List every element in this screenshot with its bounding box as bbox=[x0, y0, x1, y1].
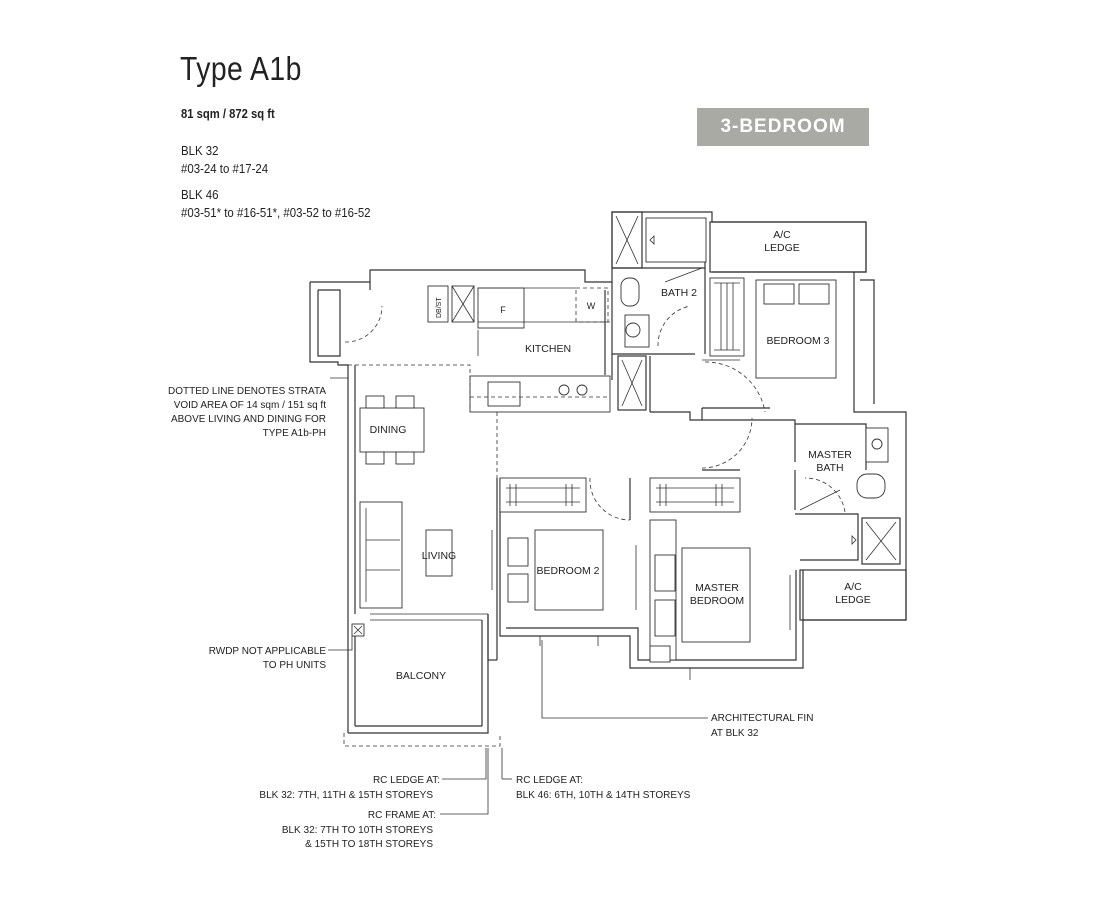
strata-note-1: DOTTED LINE DENOTES STRATA bbox=[168, 386, 326, 397]
bedroom3-label: BEDROOM 3 bbox=[766, 335, 829, 347]
ac-ledge-top-label-2: LEDGE bbox=[764, 242, 800, 254]
master-bath-label-1: MASTER bbox=[808, 449, 852, 461]
rc-ledge-blk32-note-1: RC LEDGE AT: bbox=[373, 775, 440, 786]
rc-ledge-blk46-note-1: RC LEDGE AT: bbox=[516, 775, 583, 786]
bath2-label: BATH 2 bbox=[661, 287, 697, 299]
blk32-label: BLK 32 bbox=[181, 143, 219, 158]
master-bath-label-2: BATH bbox=[816, 462, 843, 474]
strata-note-3: ABOVE LIVING AND DINING FOR bbox=[171, 414, 326, 425]
ac-ledge-right-label-1: A/C bbox=[844, 581, 862, 593]
kitchen-label: KITCHEN bbox=[525, 343, 571, 355]
living-dining-furniture bbox=[351, 395, 453, 637]
blk46-label: BLK 46 bbox=[181, 187, 219, 202]
washer-label: W bbox=[587, 301, 596, 311]
blk32-units: #03-24 to #17-24 bbox=[181, 161, 269, 176]
rc-ledge-blk32-note-2: BLK 32: 7TH, 11TH & 15TH STOREYS bbox=[259, 790, 433, 801]
rc-ledge-blk46-note-2: BLK 46: 6TH, 10TH & 14TH STOREYS bbox=[516, 790, 691, 801]
fin-note-2: AT BLK 32 bbox=[711, 728, 759, 739]
living-label: LIVING bbox=[422, 550, 456, 562]
bedroom-type-badge: 3-BEDROOM bbox=[697, 108, 869, 146]
annotation-notes: DOTTED LINE DENOTES STRATA VOID AREA OF … bbox=[168, 386, 813, 850]
dbst-label: DB/ST bbox=[436, 297, 443, 318]
corridor-walls bbox=[650, 411, 796, 471]
master-bath-area bbox=[794, 423, 907, 621]
rwdp-note-1: RWDP NOT APPLICABLE bbox=[209, 646, 327, 657]
ac-ledge-top-label-1: A/C bbox=[773, 229, 791, 241]
kitchen-area bbox=[344, 282, 613, 413]
strata-void-line-top bbox=[348, 364, 471, 412]
room-labels: A/C LEDGE BATH 2 BEDROOM 3 KITCHEN DININ… bbox=[370, 229, 871, 682]
unit-area: 81 sqm / 872 sq ft bbox=[181, 107, 275, 121]
bedroom2-area bbox=[491, 477, 637, 611]
bath2-area bbox=[611, 211, 707, 412]
leader-lines bbox=[328, 377, 708, 815]
fin-note-1: ARCHITECTURAL FIN bbox=[711, 713, 813, 724]
master-bedroom-area bbox=[649, 477, 791, 663]
dining-label: DINING bbox=[370, 424, 407, 436]
bedroom3-area bbox=[701, 221, 867, 420]
strata-note-4: TYPE A1b-PH bbox=[263, 428, 326, 439]
rc-ledge-dashed bbox=[343, 733, 501, 747]
fridge-label: F bbox=[500, 305, 506, 315]
balcony-label: BALCONY bbox=[396, 670, 446, 682]
rwdp-note-2: TO PH UNITS bbox=[263, 660, 326, 671]
strata-note-2: VOID AREA OF 14 sqm / 151 sq ft bbox=[174, 400, 327, 411]
blk46-units: #03-51* to #16-51*, #03-52 to #16-52 bbox=[181, 205, 371, 220]
rc-frame-note-2: BLK 32: 7TH TO 10TH STOREYS bbox=[282, 825, 434, 836]
bedroom2-label: BEDROOM 2 bbox=[536, 565, 599, 577]
master-bedroom-label-2: BEDROOM bbox=[690, 595, 744, 607]
rc-frame-note-1: RC FRAME AT: bbox=[368, 810, 436, 821]
ac-ledge-right-label-2: LEDGE bbox=[835, 594, 871, 606]
plan-title: Type A1b bbox=[180, 50, 302, 87]
master-bedroom-label-1: MASTER bbox=[695, 582, 739, 594]
rc-frame-note-3: & 15TH TO 18TH STOREYS bbox=[305, 839, 433, 850]
